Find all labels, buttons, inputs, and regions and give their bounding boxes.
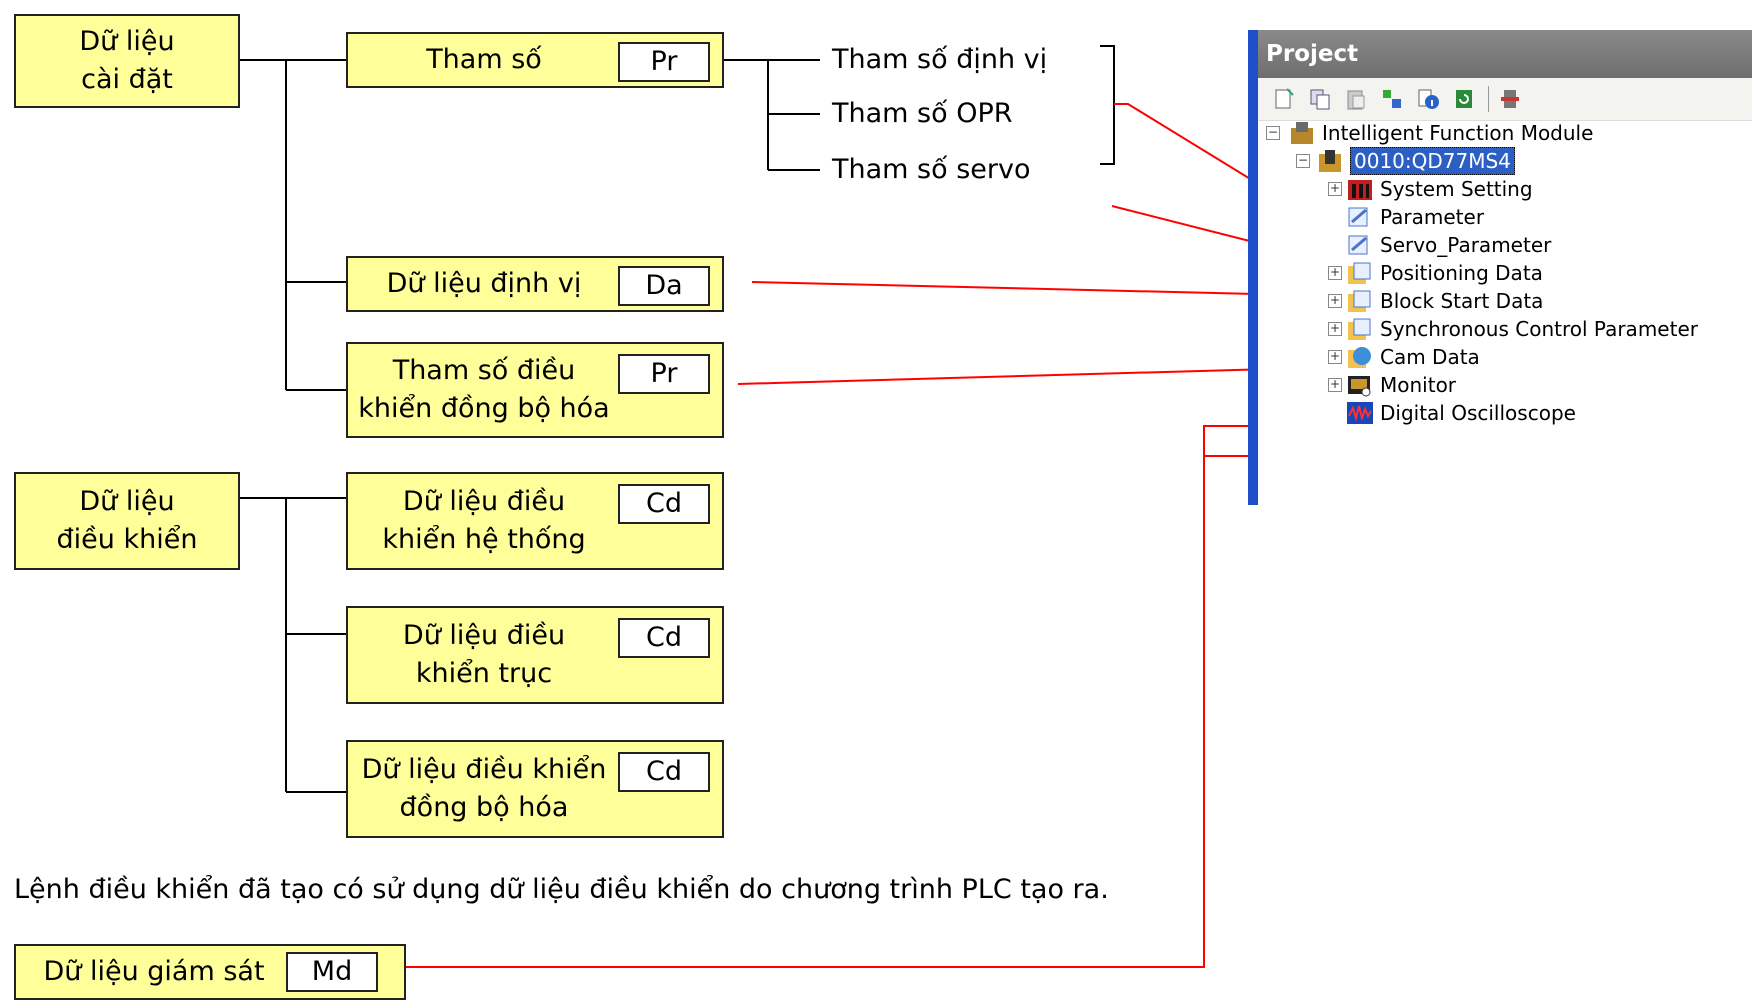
expand-toggle[interactable]: + bbox=[1328, 377, 1342, 392]
tree-node-label: Monitor bbox=[1380, 373, 1457, 397]
tree-node-label: Positioning Data bbox=[1380, 261, 1543, 285]
tree-node-positioning-data[interactable]: + Positioning Data bbox=[1328, 258, 1543, 288]
parameter-icon bbox=[1346, 204, 1374, 230]
paste-icon[interactable] bbox=[1344, 87, 1368, 111]
tree-node-monitor[interactable]: + Monitor bbox=[1328, 370, 1456, 400]
tree-node-sync-control-parameter[interactable]: + Synchronous Control Parameter bbox=[1328, 314, 1698, 344]
tree-module-label: 0010:QD77MS4 bbox=[1350, 147, 1515, 175]
item-label-1: Dữ liệu điều bbox=[402, 620, 566, 651]
item-label-2: khiển hệ thống bbox=[382, 524, 586, 555]
note-text: Lệnh điều khiển đã tạo có sử dụng dữ liệ… bbox=[14, 874, 1109, 905]
item-label-1: Dữ liệu điều khiển bbox=[361, 754, 607, 785]
tree-node-label: Parameter bbox=[1380, 205, 1485, 229]
toolbar-separator bbox=[1488, 86, 1489, 112]
item-box-sync-control-data: Dữ liệu điều khiển đồng bộ hóa Cd bbox=[346, 740, 724, 838]
module-folder-icon bbox=[1288, 120, 1316, 146]
tree-node-label: System Setting bbox=[1380, 177, 1533, 201]
servo-parameter-icon bbox=[1346, 232, 1374, 258]
param-sub-servo: Tham số servo bbox=[832, 154, 1031, 185]
expand-toggle[interactable]: + bbox=[1328, 265, 1342, 280]
item-label-2: đồng bộ hóa bbox=[399, 792, 569, 823]
tree-node-block-start-data[interactable]: + Block Start Data bbox=[1328, 286, 1543, 316]
param-sub-opr: Tham số OPR bbox=[832, 98, 1013, 129]
item-box-positioning-data: Dữ liệu định vị Da bbox=[346, 256, 724, 312]
item-label-2: khiển đồng bộ hóa bbox=[358, 393, 610, 424]
item-label-1: Dữ liệu điều bbox=[402, 486, 566, 517]
monitor-data-label: Dữ liệu giám sát bbox=[43, 956, 265, 987]
code-badge: Pr bbox=[618, 42, 710, 82]
tree-root-label: Intelligent Function Module bbox=[1322, 121, 1594, 145]
tree-node-cam-data[interactable]: + Cam Data bbox=[1328, 342, 1480, 372]
expand-toggle[interactable]: + bbox=[1328, 321, 1342, 336]
item-label: Tham số bbox=[426, 44, 542, 75]
item-label: Dữ liệu định vị bbox=[386, 268, 582, 299]
monitor-icon bbox=[1346, 372, 1374, 398]
item-box-sync-control-parameter: Tham số điều khiển đồng bộ hóa Pr bbox=[346, 342, 724, 438]
info-icon[interactable] bbox=[1416, 87, 1440, 111]
panel-title: Project bbox=[1258, 30, 1752, 78]
new-icon[interactable] bbox=[1272, 87, 1296, 111]
setting-data-box: Dữ liệu cài đặt bbox=[14, 14, 240, 108]
copy-icon[interactable] bbox=[1308, 87, 1332, 111]
item-label-2: khiển trục bbox=[415, 658, 553, 689]
sync-control-parameter-icon bbox=[1346, 316, 1374, 342]
module-icon bbox=[1316, 148, 1344, 174]
param-sub-positioning: Tham số định vị bbox=[832, 44, 1048, 75]
tree-root-row[interactable]: − Intelligent Function Module bbox=[1266, 118, 1593, 148]
expand-toggle[interactable]: + bbox=[1328, 349, 1342, 364]
control-data-label-1: Dữ liệu bbox=[79, 486, 175, 517]
tree-node-label: Block Start Data bbox=[1380, 289, 1544, 313]
system-setting-icon bbox=[1346, 176, 1374, 202]
code-badge: Cd bbox=[618, 618, 710, 658]
tree-node-label: Digital Oscilloscope bbox=[1380, 401, 1576, 425]
sort-icon[interactable] bbox=[1380, 87, 1404, 111]
item-box-parameter: Tham số Pr bbox=[346, 32, 724, 88]
code-badge: Cd bbox=[618, 752, 710, 792]
collapse-toggle[interactable]: − bbox=[1266, 125, 1280, 140]
tree-node-label: Servo_Parameter bbox=[1380, 233, 1552, 257]
refresh-icon[interactable] bbox=[1452, 87, 1476, 111]
tree-module-row[interactable]: − 0010:QD77MS4 bbox=[1296, 146, 1515, 176]
tree-node-label: Synchronous Control Parameter bbox=[1380, 317, 1698, 341]
oscilloscope-icon bbox=[1346, 400, 1374, 426]
project-panel: Project − Intelligent Function Module − … bbox=[1248, 30, 1752, 505]
item-label-1: Tham số điều bbox=[392, 355, 576, 386]
setting-data-label-2: cài đặt bbox=[81, 64, 173, 95]
item-box-axis-control-data: Dữ liệu điều khiển trục Cd bbox=[346, 606, 724, 704]
code-badge: Cd bbox=[618, 484, 710, 524]
monitor-data-box: Dữ liệu giám sát Md bbox=[14, 944, 406, 1000]
code-badge: Da bbox=[618, 266, 710, 306]
code-badge: Md bbox=[286, 952, 378, 992]
control-data-label-2: điều khiển bbox=[56, 524, 198, 555]
control-data-box: Dữ liệu điều khiển bbox=[14, 472, 240, 570]
expand-toggle[interactable]: + bbox=[1328, 293, 1342, 308]
tree-node-system-setting[interactable]: + System Setting bbox=[1328, 174, 1533, 204]
panel-edge-bar bbox=[1248, 30, 1258, 505]
tree-node-servo-parameter[interactable]: Servo_Parameter bbox=[1346, 230, 1551, 260]
item-box-system-control-data: Dữ liệu điều khiển hệ thống Cd bbox=[346, 472, 724, 570]
tree-node-parameter[interactable]: Parameter bbox=[1346, 202, 1484, 232]
positioning-data-icon bbox=[1346, 260, 1374, 286]
setting-data-label-1: Dữ liệu bbox=[79, 26, 175, 57]
cam-data-icon bbox=[1346, 344, 1374, 370]
block-start-data-icon bbox=[1346, 288, 1374, 314]
expand-toggle[interactable]: + bbox=[1328, 181, 1342, 196]
property-icon[interactable] bbox=[1498, 87, 1522, 111]
tree-node-label: Cam Data bbox=[1380, 345, 1480, 369]
tree-node-digital-oscilloscope[interactable]: Digital Oscilloscope bbox=[1346, 398, 1576, 428]
project-toolbar bbox=[1258, 78, 1752, 121]
code-badge: Pr bbox=[618, 354, 710, 394]
collapse-toggle[interactable]: − bbox=[1296, 153, 1310, 168]
